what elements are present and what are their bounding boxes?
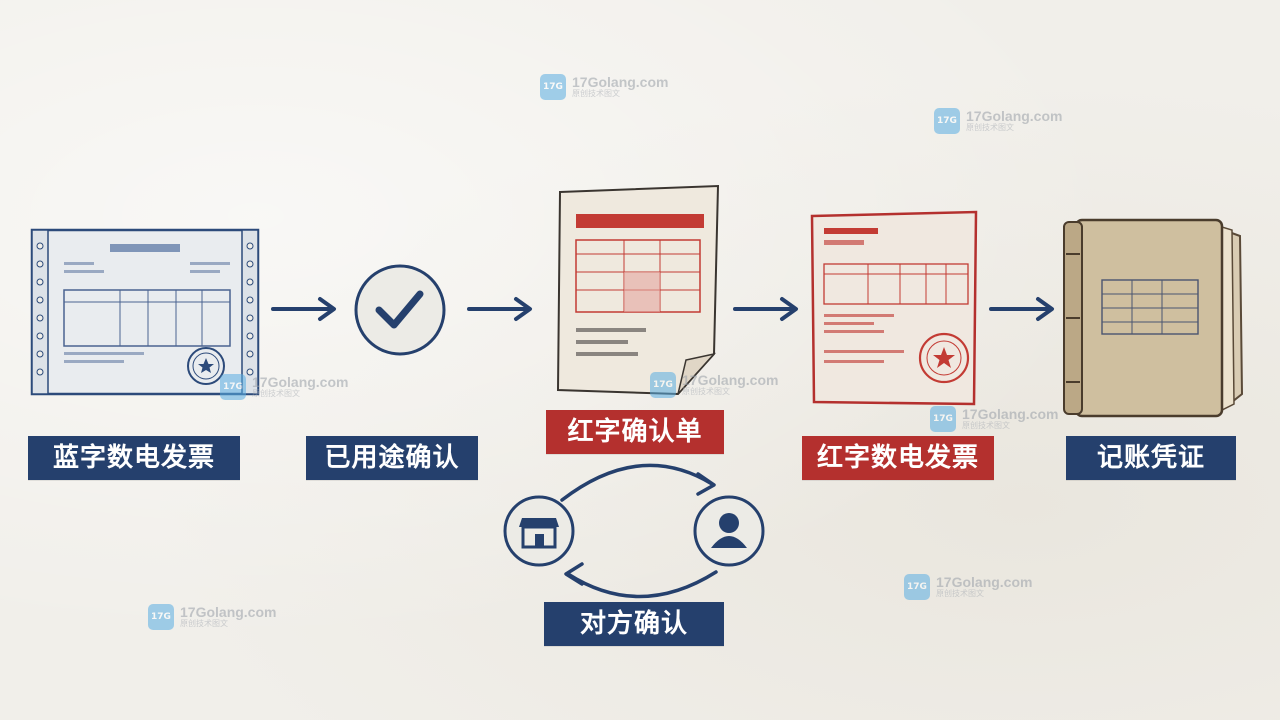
- arrow-right-icon: [466, 294, 536, 328]
- confirmation-loop-arrows: [540, 450, 740, 600]
- watermark-logo-icon: 17G: [904, 574, 930, 600]
- red-invoice-illustration: [808, 210, 980, 406]
- watermark-logo-icon: 17G: [650, 372, 676, 398]
- watermark-logo-icon: 17G: [934, 108, 960, 134]
- watermark-logo-icon: 17G: [540, 74, 566, 100]
- store-icon: [502, 494, 576, 568]
- arrow-right-icon: [270, 294, 340, 328]
- arrow-right-icon: [732, 294, 802, 328]
- user-icon: [692, 494, 766, 568]
- red-confirmation-document-illustration: [554, 184, 726, 400]
- watermark-logo-icon: 17G: [930, 406, 956, 432]
- step-label-red-confirmation: 红字确认单: [546, 410, 724, 454]
- step-label-usage-confirmed: 已用途确认: [306, 436, 478, 480]
- ledger-book-illustration: [1062, 214, 1250, 424]
- step-label-blue-invoice: 蓝字数电发票: [28, 436, 240, 480]
- watermark-logo-icon: 17G: [148, 604, 174, 630]
- step-label-red-invoice: 红字数电发票: [802, 436, 994, 480]
- counterparty-confirmation-label: 对方确认: [544, 602, 724, 646]
- blue-invoice-illustration: [30, 226, 262, 398]
- watermark-logo-icon: 17G: [220, 374, 246, 400]
- arrow-right-icon: [988, 294, 1058, 328]
- step-label-accounting-voucher: 记账凭证: [1066, 436, 1236, 480]
- check-circle-icon: [352, 262, 448, 358]
